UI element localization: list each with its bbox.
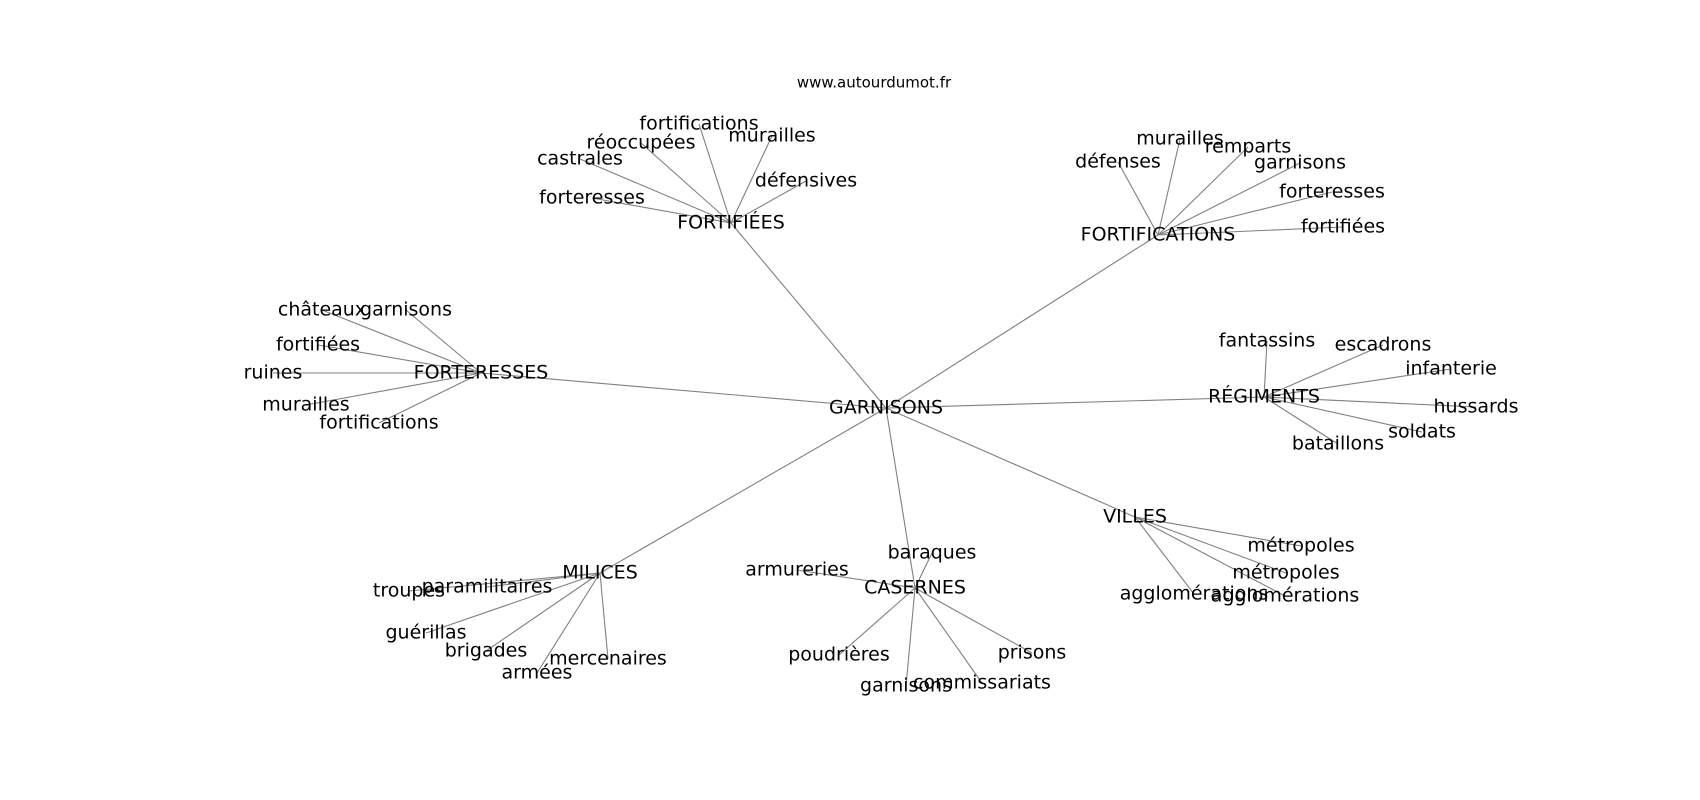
edge-3-4 [1263, 396, 1423, 433]
leaf-node[interactable]: agglomérations [1211, 585, 1360, 607]
leaf-node[interactable]: métropoles [1247, 535, 1354, 557]
leaf-node[interactable]: forteresses [1279, 181, 1385, 203]
edge-5-5 [536, 572, 601, 674]
branch-node[interactable]: CASERNES [864, 577, 966, 599]
leaf-node[interactable]: garnisons [1254, 152, 1346, 174]
leaf-node[interactable]: mercenaires [549, 648, 667, 670]
edge-5-1 [408, 572, 601, 592]
edge-2-1 [405, 309, 482, 374]
branch-node[interactable]: FORTIFICATIONS [1081, 224, 1236, 246]
edge-2-2 [317, 344, 482, 374]
edge-6-0 [914, 552, 933, 589]
edge-1-4 [1157, 191, 1333, 236]
edge-center-to-6 [885, 407, 916, 589]
edge-center-to-3 [885, 396, 1265, 409]
leaf-node[interactable]: bataillons [1292, 433, 1384, 455]
edge-2-5 [378, 372, 482, 424]
leaf-node[interactable]: châteaux [278, 299, 366, 321]
edge-6-5 [905, 587, 916, 687]
edge-3-1 [1263, 344, 1384, 398]
edge-1-0 [1157, 138, 1181, 236]
edge-1-2 [1117, 161, 1159, 236]
branch-node[interactable]: RÉGIMENTS [1208, 385, 1320, 408]
edge-1-3 [1157, 162, 1301, 236]
edge-2-4 [305, 372, 482, 406]
edge-5-2 [425, 572, 601, 634]
edge-0-1 [640, 142, 732, 224]
leaf-node[interactable]: troupes [373, 580, 445, 602]
edge-0-4 [730, 180, 807, 224]
leaf-node[interactable]: baraques [888, 542, 977, 564]
edge-3-0 [1263, 340, 1268, 398]
leaf-node[interactable]: défenses [1075, 151, 1161, 173]
edge-1-5 [1157, 226, 1344, 236]
leaf-node[interactable]: murailles [262, 394, 349, 416]
leaf-node[interactable]: défensives [755, 170, 857, 192]
leaf-node[interactable]: fortifications [639, 113, 758, 135]
branch-node[interactable]: FORTIFIÉES [677, 211, 785, 234]
leaf-node[interactable]: garnisons [360, 299, 452, 321]
edge-center-to-0 [730, 222, 887, 409]
edge-4-1 [1134, 516, 1287, 574]
leaf-node[interactable]: poudrières [788, 644, 890, 666]
edge-0-2 [730, 135, 773, 224]
leaf-node[interactable]: murailles [1136, 128, 1223, 150]
edge-6-3 [914, 587, 1033, 654]
edge-center-to-2 [480, 372, 887, 409]
leaf-node[interactable]: brigades [445, 640, 528, 662]
edge-5-4 [599, 572, 609, 660]
leaf-node[interactable]: paramilitaires [422, 576, 553, 598]
leaf-node[interactable]: fantassins [1219, 330, 1315, 352]
leaf-node[interactable]: remparts [1205, 136, 1291, 158]
leaf-node[interactable]: escadrons [1335, 334, 1432, 356]
edge-center-to-4 [885, 407, 1136, 518]
leaf-node[interactable]: murailles [728, 125, 815, 147]
leaf-node[interactable]: commissariats [913, 672, 1051, 694]
leaf-node[interactable]: garnisons [860, 675, 952, 697]
edge-center-to-1 [885, 234, 1159, 409]
branch-node[interactable]: MILICES [562, 562, 638, 584]
leaf-node[interactable]: fortifications [319, 412, 438, 434]
edge-4-0 [1134, 516, 1302, 547]
center-node[interactable]: GARNISONS [829, 397, 943, 419]
leaf-node[interactable]: ruines [244, 362, 303, 384]
leaf-node[interactable]: réoccupées [587, 132, 696, 154]
leaf-node[interactable]: armées [502, 662, 573, 684]
edge-2-0 [321, 309, 482, 374]
edge-3-3 [1263, 396, 1477, 408]
leaf-node[interactable]: hussards [1434, 396, 1519, 418]
edge-5-3 [485, 572, 601, 652]
edge-0-3 [579, 158, 732, 224]
edge-center-to-5 [599, 407, 887, 574]
edge-5-0 [486, 572, 601, 588]
edges [273, 123, 1477, 687]
edge-6-2 [838, 587, 916, 656]
edge-4-3 [1134, 516, 1286, 597]
leaf-node[interactable]: guérillas [386, 622, 467, 644]
leaf-node[interactable]: fortifiées [1301, 216, 1385, 238]
edge-0-5 [591, 197, 732, 224]
edge-3-5 [1263, 396, 1339, 445]
node-labels: GARNISONSFORTIFIÉESfortificationsréoccup… [244, 113, 1519, 697]
edge-0-0 [698, 123, 732, 224]
leaf-node[interactable]: armureries [745, 559, 848, 581]
branch-node[interactable]: FORTERESSES [414, 362, 549, 384]
leaf-node[interactable]: infanterie [1405, 358, 1497, 380]
source-url[interactable]: www.autourdumot.fr [797, 74, 952, 92]
leaf-node[interactable]: prisons [998, 642, 1067, 664]
edge-3-2 [1263, 368, 1452, 398]
leaf-node[interactable]: forteresses [539, 187, 645, 209]
leaf-node[interactable]: fortifiées [276, 334, 360, 356]
leaf-node[interactable]: soldats [1388, 421, 1456, 443]
edge-1-1 [1157, 146, 1249, 236]
branch-node[interactable]: VILLES [1103, 506, 1167, 528]
edge-4-2 [1134, 516, 1195, 595]
leaf-node[interactable]: agglomérations [1120, 583, 1269, 605]
leaf-node[interactable]: métropoles [1232, 562, 1339, 584]
edge-6-1 [796, 569, 916, 589]
leaf-node[interactable]: castrales [537, 148, 623, 170]
edge-6-4 [914, 587, 983, 684]
